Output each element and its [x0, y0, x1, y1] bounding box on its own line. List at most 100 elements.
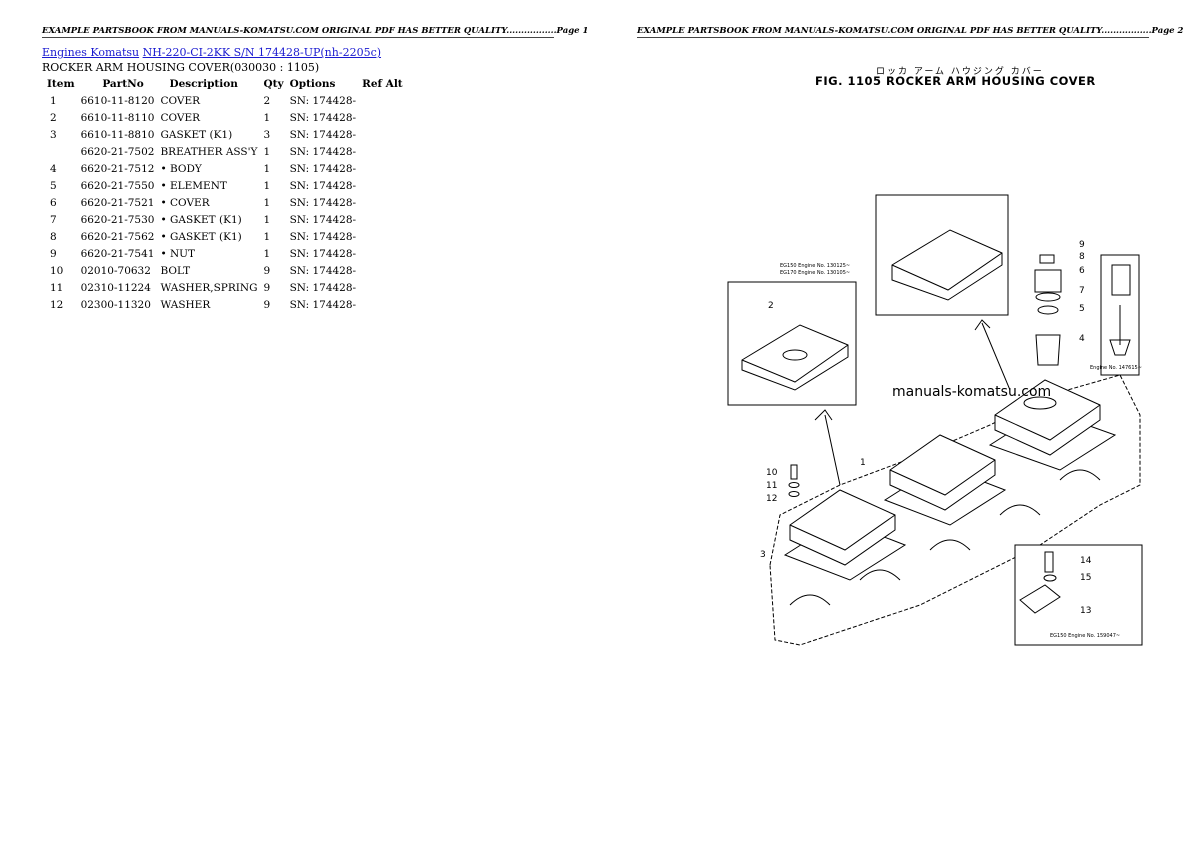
cell-partno: 6620-21-7521 [80, 196, 155, 209]
cell-refalt [359, 245, 406, 262]
cell-partno: 02300-11320 [80, 298, 151, 311]
cell-description: GASKET (K1) [160, 128, 233, 141]
cell-item: 3 [50, 128, 57, 141]
cell-partno: 6610-11-8110 [80, 111, 155, 124]
cell-item: 8 [50, 230, 57, 243]
cell-description: BREATHER ASS'Y [160, 145, 258, 158]
cell-refalt [359, 228, 406, 245]
cell-partno: 6620-21-7550 [80, 179, 155, 192]
cell-qty: 1 [263, 247, 271, 260]
cell-options: SN: 174428- [289, 145, 357, 158]
callout-13: 13 [1080, 606, 1091, 616]
cell-partno: 02310-11224 [80, 281, 151, 294]
cell-qty: 9 [263, 264, 271, 277]
cell-options: SN: 174428- [289, 281, 357, 294]
cell-qty: 2 [263, 94, 271, 107]
callout-7: 7 [1079, 286, 1085, 296]
table-row: 11 02310-11224 WASHER,SPRING 9 SN: 174428- [44, 279, 406, 296]
cell-qty: 1 [263, 162, 271, 175]
cell-item [44, 143, 78, 160]
cell-refalt [359, 143, 406, 160]
cell-options: SN: 174428- [289, 298, 357, 311]
cell-item: 11 [50, 281, 64, 294]
cell-partno: 6610-11-8120 [80, 94, 155, 107]
table-row: 10 02010-70632 BOLT 9 SN: 174428- [44, 262, 406, 279]
cell-refalt [359, 126, 406, 143]
cell-qty: 9 [263, 281, 271, 294]
cell-refalt [359, 194, 406, 211]
callout-9: 9 [1079, 240, 1085, 250]
cell-options: SN: 174428- [289, 213, 357, 226]
col-header-description: Description [169, 78, 238, 90]
cell-refalt [359, 177, 406, 194]
cell-description: • GASKET (K1) [160, 230, 242, 243]
col-header-refalt: Ref Alt [362, 78, 403, 90]
cell-partno: 02010-70632 [80, 264, 151, 277]
callout-11: 11 [766, 481, 777, 491]
col-header-item: Item [47, 78, 75, 90]
cell-item: 5 [50, 179, 57, 192]
col-header-options: Options [289, 78, 336, 90]
col-header-partno: PartNo [102, 78, 144, 90]
breadcrumb: Engines Komatsu NH-220-CI-2KK S/N 174428… [42, 46, 381, 59]
cell-options: SN: 174428- [289, 230, 357, 243]
cell-item: 2 [50, 111, 57, 124]
cell-options: SN: 174428- [289, 94, 357, 107]
cell-options: SN: 174428- [289, 111, 357, 124]
cell-partno: 6620-21-7530 [80, 213, 155, 226]
cell-qty: 1 [263, 230, 271, 243]
page-header-2: EXAMPLE PARTSBOOK FROM MANUALS-KOMATSU.C… [637, 26, 1184, 38]
cell-item: 12 [50, 298, 64, 311]
callout-8: 8 [1079, 252, 1085, 262]
inset-note-2: EG170 Engine No. 130105~ [780, 270, 850, 276]
callout-2: 2 [768, 301, 774, 311]
callout-10: 10 [766, 468, 778, 478]
parts-table: Item PartNo Description Qty Options Ref … [44, 76, 406, 313]
col-header-qty: Qty [263, 78, 284, 90]
cell-refalt [359, 296, 406, 313]
cell-refalt [359, 109, 406, 126]
cell-refalt [359, 262, 406, 279]
cell-item: 10 [50, 264, 64, 277]
section-title: ROCKER ARM HOUSING COVER(030030 : 1105) [42, 61, 320, 74]
callout-15: 15 [1080, 573, 1091, 583]
inset-note-4: EG150 Engine No. 159047~ [1050, 633, 1120, 639]
cell-description: • BODY [160, 162, 202, 175]
cell-refalt [359, 92, 406, 109]
cell-qty: 1 [263, 179, 271, 192]
callout-3: 3 [760, 550, 766, 560]
breadcrumb-link-model[interactable]: NH-220-CI-2KK S/N 174428-UP(nh-2205c) [142, 46, 382, 59]
figure-title: FIG. 1105 ROCKER ARM HOUSING COVER [815, 74, 1096, 88]
cell-item: 7 [50, 213, 57, 226]
cell-description: • GASKET (K1) [160, 213, 242, 226]
breadcrumb-link-engines[interactable]: Engines Komatsu [42, 46, 140, 59]
cell-item: 4 [50, 162, 57, 175]
table-row: 8 6620-21-7562 • GASKET (K1) 1 SN: 174428- [44, 228, 406, 245]
cell-qty: 1 [263, 213, 271, 226]
cell-description: WASHER,SPRING [160, 281, 258, 294]
table-row: 7 6620-21-7530 • GASKET (K1) 1 SN: 174428- [44, 211, 406, 228]
cell-options: SN: 174428- [289, 128, 357, 141]
cell-description: • NUT [160, 247, 196, 260]
cell-description: COVER [160, 111, 201, 124]
cell-refalt [359, 160, 406, 177]
cell-refalt [359, 211, 406, 228]
cell-description: BOLT [160, 264, 191, 277]
inset-note-3: Engine No. 147615~ [1090, 365, 1142, 371]
cell-qty: 9 [263, 298, 271, 311]
callout-12: 12 [766, 494, 777, 504]
cell-partno: 6620-21-7562 [80, 230, 155, 243]
cell-qty: 1 [263, 145, 271, 158]
cell-item: 6 [50, 196, 57, 209]
cell-options: SN: 174428- [289, 264, 357, 277]
cell-options: SN: 174428- [289, 162, 357, 175]
